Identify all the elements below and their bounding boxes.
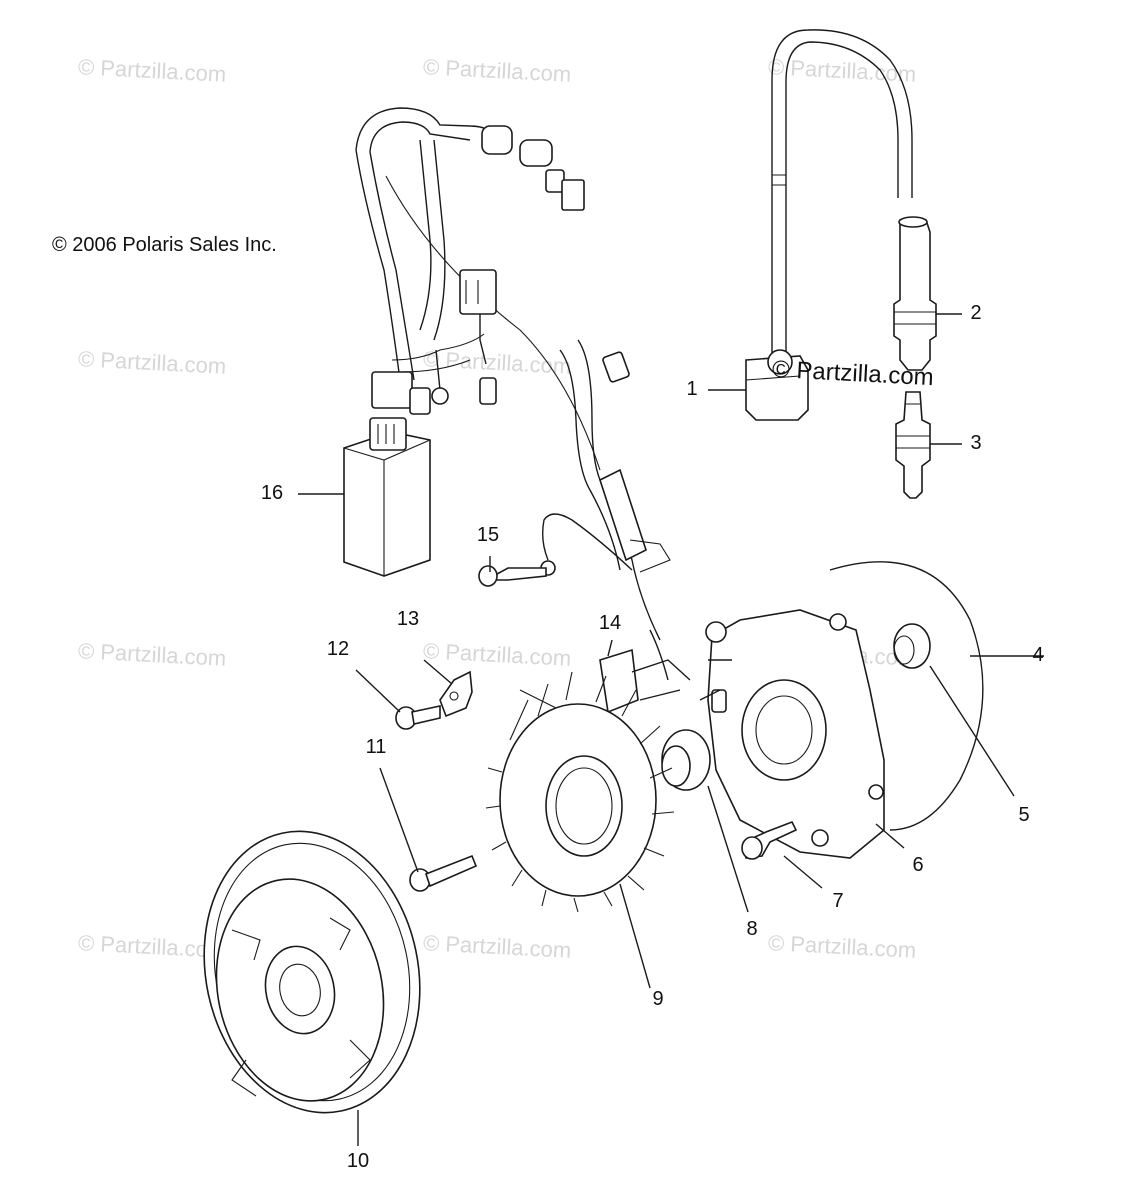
callout-13: 13	[396, 608, 420, 630]
cdi-box	[343, 417, 431, 577]
stator	[485, 671, 675, 913]
callout-14: 14	[598, 612, 622, 634]
screw-11	[409, 854, 478, 892]
callout-7: 7	[832, 890, 844, 912]
callout-15: 15	[476, 524, 500, 546]
spark-plug-wire	[771, 29, 913, 357]
stator-plate	[699, 609, 885, 859]
wiring-harness	[355, 107, 601, 471]
screw-12	[395, 705, 441, 730]
spark-plug-cap	[893, 216, 937, 371]
callout-2: 2	[970, 302, 982, 324]
bolt-7	[741, 820, 798, 860]
leader-lines	[298, 313, 1044, 1146]
spark-plug	[895, 391, 931, 499]
callout-8: 8	[746, 918, 758, 940]
callout-12: 12	[326, 638, 350, 660]
callout-4: 4	[1032, 644, 1044, 666]
callout-16: 16	[260, 482, 284, 504]
callout-11: 11	[365, 736, 387, 758]
seal-8	[661, 729, 711, 791]
callout-5: 5	[1018, 804, 1030, 826]
copyright-notice: © 2006 Polaris Sales Inc.	[52, 234, 277, 256]
ignition-coil	[745, 349, 809, 421]
pickup-sensor	[599, 629, 691, 714]
callout-9: 9	[652, 988, 664, 1010]
stator-lead	[559, 339, 671, 641]
callout-10: 10	[346, 1150, 370, 1172]
flywheel	[203, 830, 421, 1114]
callout-6: 6	[912, 854, 924, 876]
gasket	[829, 561, 984, 831]
callout-3: 3	[970, 432, 982, 454]
callout-1: 1	[686, 378, 698, 400]
ground-wire	[478, 513, 633, 587]
oil-seal-5	[893, 623, 931, 669]
